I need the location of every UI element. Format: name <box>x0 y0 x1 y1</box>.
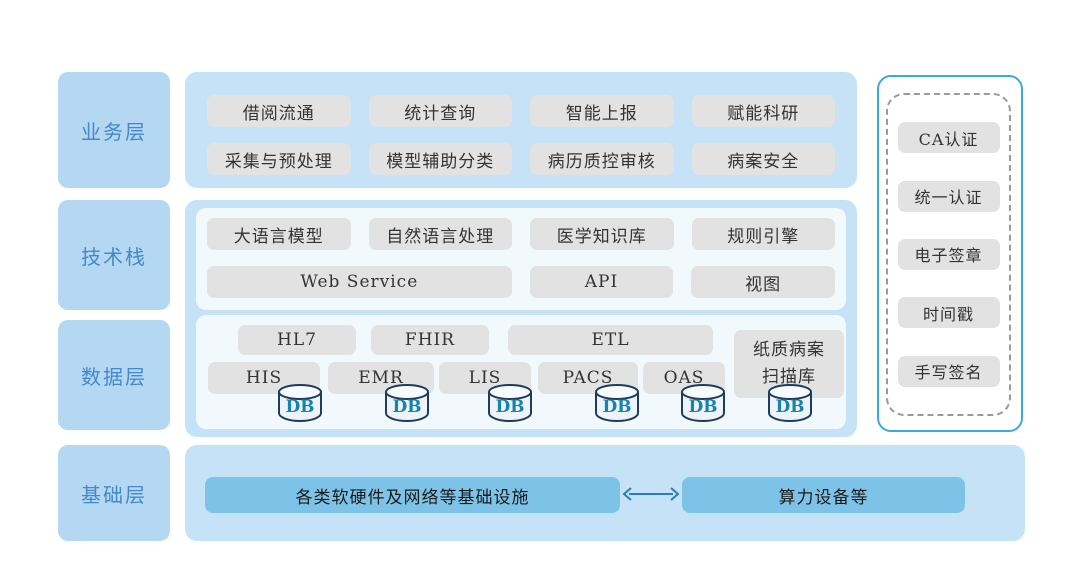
db-cylinder-icon: DB <box>681 384 725 422</box>
node-timestamp: 时间戳 <box>897 297 1000 329</box>
node-research-enablement: 赋能科研 <box>691 95 835 127</box>
tech-row-2: Web Service API 视图 <box>207 266 835 298</box>
node-infrastructure: 各类软硬件及网络等基础设施 <box>205 477 620 513</box>
layer-label-business: 业务层 <box>58 72 170 188</box>
base-layer-band: 各类软硬件及网络等基础设施 算力设备等 <box>185 445 1025 541</box>
db-label: DB <box>392 397 421 417</box>
node-lis: LIS <box>439 362 531 394</box>
node-computing-equipment: 算力设备等 <box>682 477 965 513</box>
node-borrow-circulation: 借阅流通 <box>207 95 351 127</box>
db-label: DB <box>688 397 717 417</box>
layer-label-tech: 技术栈 <box>58 200 170 310</box>
node-api: API <box>529 266 674 298</box>
node-web-service: Web Service <box>207 266 512 298</box>
node-record-security: 病案安全 <box>691 143 835 175</box>
node-electronic-seal: 电子签章 <box>897 238 1000 270</box>
layer-label-data: 数据层 <box>58 320 170 430</box>
node-rule-engine: 规则引擎 <box>691 218 835 250</box>
node-fhir: FHIR <box>371 325 489 355</box>
db-label: DB <box>285 397 314 417</box>
double-arrow-icon <box>622 487 680 501</box>
db-cylinder-icon: DB <box>768 384 812 422</box>
db-label: DB <box>602 397 631 417</box>
node-statistics-query: 统计查询 <box>368 95 512 127</box>
node-model-assisted-classification: 模型辅助分类 <box>368 143 512 175</box>
middle-band: 大语言模型 自然语言处理 医学知识库 规则引擎 Web Service API … <box>185 200 857 437</box>
db-label: DB <box>495 397 524 417</box>
security-panel-dashed-border: CA认证 统一认证 电子签章 时间戳 手写签名 <box>886 93 1011 416</box>
node-medical-knowledge-base: 医学知识库 <box>530 218 674 250</box>
security-panel: CA认证 统一认证 电子签章 时间戳 手写签名 <box>877 75 1023 432</box>
layer-label-base: 基础层 <box>58 445 170 541</box>
node-nlp: 自然语言处理 <box>368 218 512 250</box>
node-view: 视图 <box>691 266 835 298</box>
node-handwritten-signature: 手写签名 <box>897 355 1000 387</box>
data-layer-panel: HL7 FHIR ETL 纸质病案扫描库 HIS EMR LIS PACS OA… <box>196 315 846 429</box>
tech-stack-panel: 大语言模型 自然语言处理 医学知识库 规则引擎 Web Service API … <box>196 208 846 310</box>
db-cylinder-icon: DB <box>278 384 322 422</box>
node-hl7: HL7 <box>238 325 356 355</box>
node-llm: 大语言模型 <box>207 218 351 250</box>
db-cylinder-icon: DB <box>385 384 429 422</box>
node-ca-authentication: CA认证 <box>897 122 1000 154</box>
node-unified-authentication: 统一认证 <box>897 180 1000 212</box>
node-etl: ETL <box>508 325 713 355</box>
db-cylinder-icon: DB <box>595 384 639 422</box>
db-label: DB <box>775 397 804 417</box>
db-cylinder-icon: DB <box>488 384 532 422</box>
tech-row-1: 大语言模型 自然语言处理 医学知识库 规则引擎 <box>207 218 835 250</box>
node-collection-preprocessing: 采集与预处理 <box>207 143 351 175</box>
node-record-quality-review: 病历质控审核 <box>530 143 674 175</box>
business-row-2: 采集与预处理 模型辅助分类 病历质控审核 病案安全 <box>207 143 835 175</box>
node-smart-reporting: 智能上报 <box>530 95 674 127</box>
business-layer-band: 借阅流通 统计查询 智能上报 赋能科研 采集与预处理 模型辅助分类 病历质控审核… <box>185 72 857 188</box>
business-row-1: 借阅流通 统计查询 智能上报 赋能科研 <box>207 95 835 127</box>
